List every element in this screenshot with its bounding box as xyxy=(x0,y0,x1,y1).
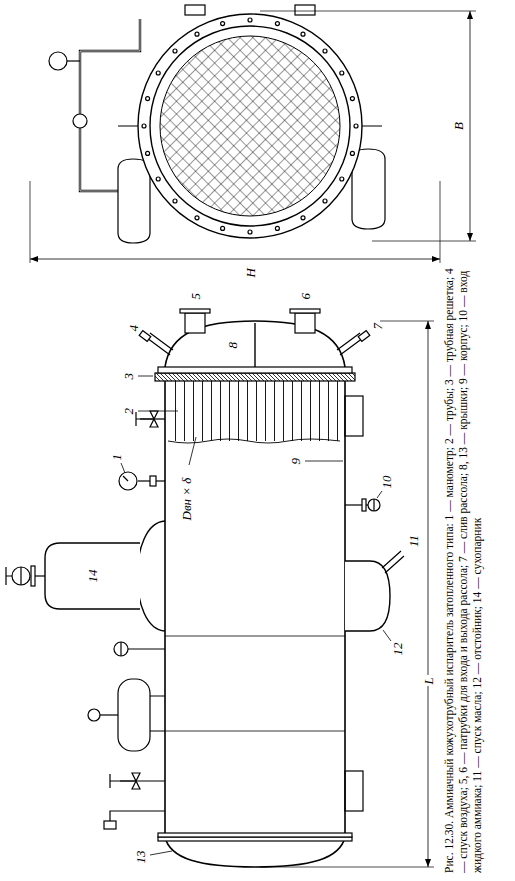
end-view xyxy=(30,5,476,263)
flange-bolt xyxy=(323,49,327,53)
flange-bolt xyxy=(195,32,199,36)
flange-bolt xyxy=(350,97,354,101)
callout-number: 14 xyxy=(85,570,100,583)
flange-bolt xyxy=(173,199,177,203)
flange-bolt xyxy=(142,124,146,128)
callout-number: 13 xyxy=(133,851,148,864)
dimension-label: L xyxy=(421,675,436,686)
flange-bolt xyxy=(156,71,160,75)
dimension-label: B xyxy=(451,122,466,130)
figure-caption: Рис. 12.30. Аммиачный кожухотрубный испа… xyxy=(442,261,484,873)
flange-bolt xyxy=(248,230,252,234)
callout-number: 2 xyxy=(121,408,136,415)
callout-number: 1 xyxy=(109,454,124,461)
flange-bolt xyxy=(340,71,344,75)
flange-bolt xyxy=(156,177,160,181)
callout-number: 6 xyxy=(298,293,313,300)
flange-bolt xyxy=(354,124,358,128)
callout-number: 3 xyxy=(121,373,136,380)
dimension-label: H xyxy=(243,268,258,277)
side-view xyxy=(6,309,434,867)
callout-number: 9 xyxy=(288,458,303,465)
flange-bolt xyxy=(340,177,344,181)
flange-bolt xyxy=(173,49,177,53)
callout-number: 5 xyxy=(188,293,203,300)
flange-bolt xyxy=(195,216,199,220)
flange-bolt xyxy=(146,151,150,155)
callout-number: 4 xyxy=(126,325,141,332)
callout-number: 12 xyxy=(390,643,405,656)
flange-bolt xyxy=(248,18,252,22)
callout-number: 8 xyxy=(225,342,240,349)
flange-bolt xyxy=(350,151,354,155)
flange-bolt xyxy=(221,22,225,26)
flange-bolt xyxy=(275,226,279,230)
flange-bolt xyxy=(275,22,279,26)
dimension-label: Dвн × δ xyxy=(179,478,194,521)
callout-number: 11 xyxy=(406,535,421,547)
flange-bolt xyxy=(323,199,327,203)
flange-bolt xyxy=(221,226,225,230)
callout-number: 10 xyxy=(379,476,394,489)
flange-bolt xyxy=(146,97,150,101)
flange-bolt xyxy=(301,216,305,220)
flange-bolt xyxy=(301,32,305,36)
callout-number: 7 xyxy=(370,323,385,330)
